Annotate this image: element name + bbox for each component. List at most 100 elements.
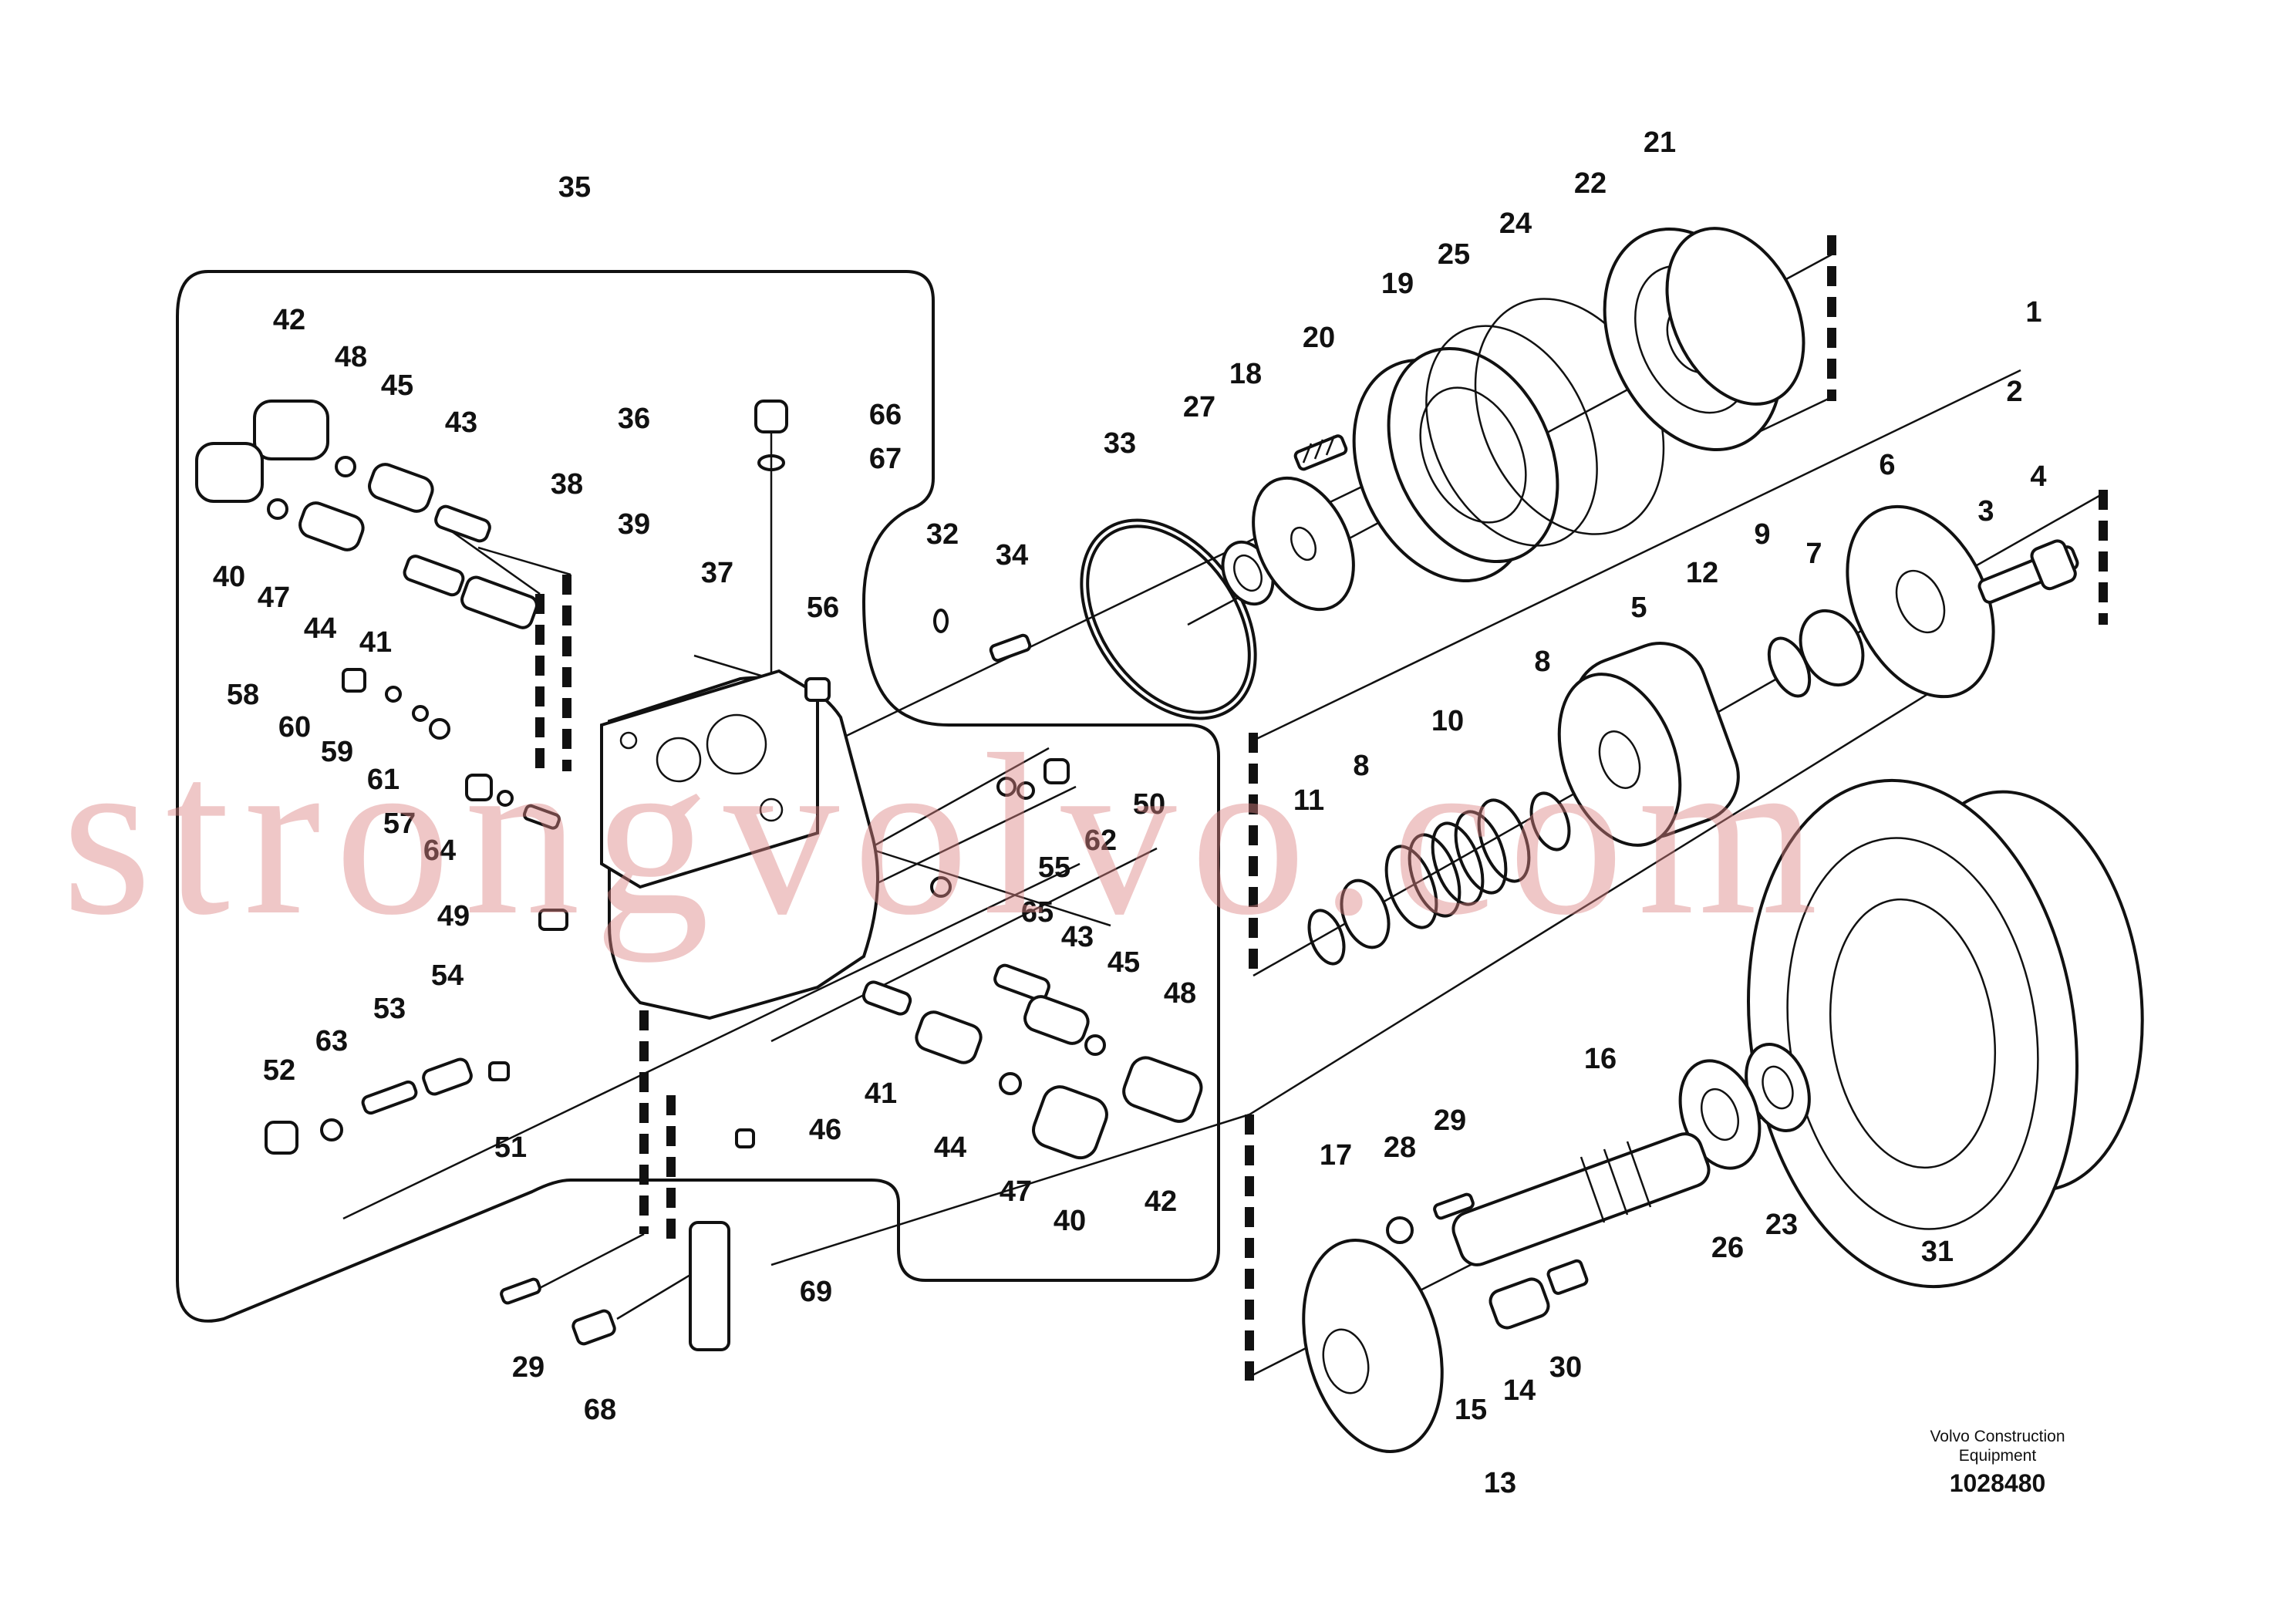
callout-4: 4 [2030,460,2046,493]
brake-assembly-19 [1352,298,1665,583]
housing-31 [1747,778,2144,1289]
callout-25: 25 [1438,238,1470,271]
collar-14 [1489,1277,1550,1330]
spool-43-upper [434,504,491,543]
ring-60 [385,686,402,703]
callout-68: 68 [584,1394,616,1426]
callout-61: 61 [367,764,400,796]
spring-20 [1293,434,1348,471]
bolt-3 [1977,539,2079,604]
callout-21: 21 [1644,126,1676,159]
callout-46: 46 [809,1114,841,1146]
plug-52 [265,1121,298,1155]
callout-6: 6 [1879,449,1895,481]
callout-19: 19 [1381,268,1414,300]
plug-40-upper [195,442,264,503]
callout-41-upper: 41 [359,626,392,659]
callout-48-upper: 48 [335,341,367,373]
bearing-7 [1799,609,1865,687]
shaft-16 [1451,1132,1711,1266]
callout-45-lower: 45 [1108,946,1140,979]
ball-28 [1386,1216,1414,1244]
callout-36: 36 [618,403,650,435]
callout-23: 23 [1765,1209,1798,1241]
pin-39 [522,804,561,830]
bolt-68 [571,1309,616,1346]
callout-69: 69 [800,1276,832,1308]
spring-44-upper [298,501,365,551]
callout-54: 54 [431,959,464,992]
callout-58: 58 [227,679,259,711]
callout-55: 55 [1038,851,1070,884]
flange-17 [1302,1238,1444,1454]
break-lines [535,235,2108,1381]
callout-35: 35 [558,171,591,204]
callout-50: 50 [1133,788,1165,821]
callout-52: 52 [263,1054,295,1087]
callout-65: 65 [1021,896,1054,929]
ball-55 [996,777,1017,797]
spool-41-upper [403,555,465,597]
plug-42-upper [253,400,329,460]
plug-66 [754,400,788,433]
callout-39: 39 [618,508,650,541]
callout-51: 51 [494,1131,527,1164]
ball-65 [930,876,952,898]
maker-label: Volvo Construction Equipment [1905,1427,2090,1465]
callout-53: 53 [373,993,406,1025]
callout-7: 7 [1805,538,1822,570]
ball-61 [429,718,450,740]
callout-14: 14 [1503,1374,1536,1407]
callout-20: 20 [1303,322,1335,354]
plug-49 [538,909,568,931]
callout-18: 18 [1229,358,1262,390]
callout-60: 60 [278,711,311,744]
callout-22: 22 [1574,167,1607,200]
callout-41-lower: 41 [865,1077,897,1110]
spring-45-lower [1023,995,1090,1045]
callout-47-upper: 47 [258,582,290,614]
callout-34: 34 [996,539,1028,572]
callout-26: 26 [1711,1232,1744,1264]
ring-47-lower [999,1072,1022,1095]
ring-62 [1017,781,1035,800]
spring-10 [1384,798,1531,929]
callout-42-upper: 42 [273,304,305,336]
callout-38: 38 [551,468,583,501]
callout-62: 62 [1084,824,1117,857]
plug-50 [1043,758,1070,784]
callout-28: 28 [1384,1131,1416,1164]
plug-42-lower [1122,1056,1203,1123]
spring-45-upper [368,463,434,513]
plug-46 [735,1128,755,1148]
callout-43-lower: 43 [1061,921,1094,953]
callout-24: 24 [1499,207,1532,240]
sensor-69 [689,1221,730,1351]
callout-29-left: 29 [512,1351,544,1384]
callout-33: 33 [1104,427,1136,460]
ring-8b [1529,791,1571,851]
o-ring-67 [757,454,785,471]
callout-9: 9 [1754,518,1770,551]
spool-41-lower [861,980,912,1016]
spring-54 [422,1057,473,1096]
ring-48-upper [335,456,356,477]
spring-44-lower [915,1010,983,1064]
callout-49: 49 [437,900,470,932]
ring-63 [320,1118,343,1141]
plate-22 [1603,227,1805,452]
callout-66: 66 [869,399,902,431]
cylinder-block-5 [1557,642,1740,847]
ring-64 [497,790,514,807]
callout-44-upper: 44 [304,612,336,645]
callout-11: 11 [1293,784,1324,817]
ring-47-upper [267,498,288,520]
document-number: 1028480 [1949,1469,2046,1497]
callout-67: 67 [869,443,902,475]
callout-3: 3 [1977,495,1994,528]
snap-ring-11 [1307,909,1346,966]
callout-32: 32 [926,518,959,551]
spool-43-lower [993,963,1050,1002]
callout-5: 5 [1630,592,1647,624]
